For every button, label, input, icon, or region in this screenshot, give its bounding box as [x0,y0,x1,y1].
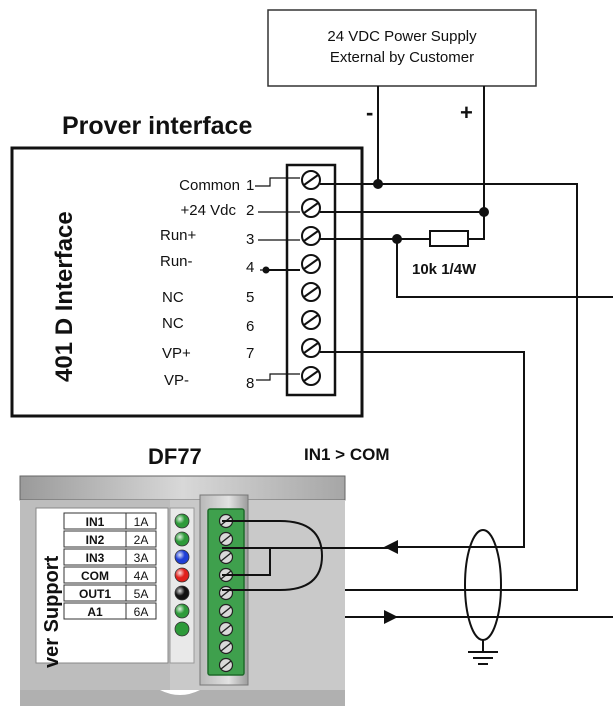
run-minus-jumper [262,266,300,274]
prover-side-label: 401 D Interface [51,211,78,382]
df77-led-extra [174,621,190,637]
power-supply-line2: External by Customer [330,49,474,66]
terminal-num-4: 4 [246,259,254,276]
power-supply: 24 VDC Power Supply External by Customer… [267,9,537,125]
df77-screw-8 [218,639,234,655]
df77-row-pin: 1A [134,515,149,529]
wires [320,86,613,618]
terminal-screw-1 [301,170,321,190]
prover-title: Prover interface [62,112,252,140]
df77-row-2: IN2 2A [63,530,190,548]
terminal-num-2: 2 [246,202,254,219]
terminal-screw-7 [301,338,321,358]
df77-row-6: A1 6A [63,602,190,620]
df77-row-name: OUT1 [79,587,111,601]
terminal-num-8: 8 [246,375,254,392]
terminal-label-run-minus: Run- [160,253,193,270]
df77-row-name: IN3 [86,551,105,565]
resistor-10k [429,230,469,247]
prover-terminal-block [285,163,337,397]
terminal-label-vp-plus: VP+ [162,345,191,362]
terminal-label-24vdc: +24 Vdc [181,202,237,219]
terminal-num-7: 7 [246,345,254,362]
df77-row-3: IN3 3A [63,548,190,566]
df77-row-1: IN1 1A [63,512,190,530]
df77-screw-3 [218,549,234,565]
terminal-num-1: 1 [246,177,254,194]
df77-row-name: IN2 [86,533,105,547]
resistor-label: 10k 1/4W [412,261,477,278]
df77-screw-9 [218,657,234,673]
df77-row-name: A1 [87,605,103,619]
terminal-num-5: 5 [246,289,254,306]
df77-screw-5 [218,585,234,601]
terminal-screw-5 [301,282,321,302]
terminal-screws [301,170,321,386]
df77-row-4: COM 4A [63,566,190,584]
ground-icon [468,651,498,665]
df77-row-pin: 3A [134,551,149,565]
df77-row-5: OUT1 5A [63,584,190,602]
df77-title: DF77 [148,444,202,469]
df77-side-label: ver Support [41,555,63,668]
terminal-screw-6 [301,310,321,330]
df77-screw-7 [218,621,234,637]
terminal-label-run-plus: Run+ [160,227,197,244]
power-supply-line1: 24 VDC Power Supply [327,28,477,45]
df77-screws [218,513,234,673]
terminal-screw-4 [301,254,321,274]
terminal-label-nc-6: NC [162,315,184,332]
terminal-label-nc-5: NC [162,289,184,306]
terminal-num-3: 3 [246,231,254,248]
in2-in3-jumper [222,547,271,576]
df77-screw-2 [218,531,234,547]
df77-screw-6 [218,603,234,619]
df77-row-name: COM [81,569,109,583]
in1-com-jumper [222,520,324,591]
arrow-out-of-out1 [384,610,398,624]
terminal-screw-2 [301,198,321,218]
prover-terminal-labels: Common 1 +24 Vdc 2 Run+ 3 Run- 4 NC 5 NC… [160,177,254,392]
df77-row-pin: 5A [134,587,149,601]
terminal-label-common: Common [179,177,240,194]
df77-io-rows: IN1 1A IN2 2A IN3 3A COM 4A OUT1 5A A1 6A [63,512,190,637]
df77-row-pin: 4A [134,569,149,583]
terminal-label-vp-minus: VP- [164,372,189,389]
power-plus-label: + [460,100,473,125]
power-minus-label: - [366,100,373,125]
df77-row-name: IN1 [86,515,105,529]
df77-row-pin: 2A [134,533,149,547]
terminal-screw-3 [301,226,321,246]
df77-row-pin: 6A [134,605,149,619]
jumper-label: IN1 > COM [304,445,390,464]
terminal-num-6: 6 [246,318,254,335]
terminal-screw-8 [301,366,321,386]
power-supply-box [267,9,537,87]
